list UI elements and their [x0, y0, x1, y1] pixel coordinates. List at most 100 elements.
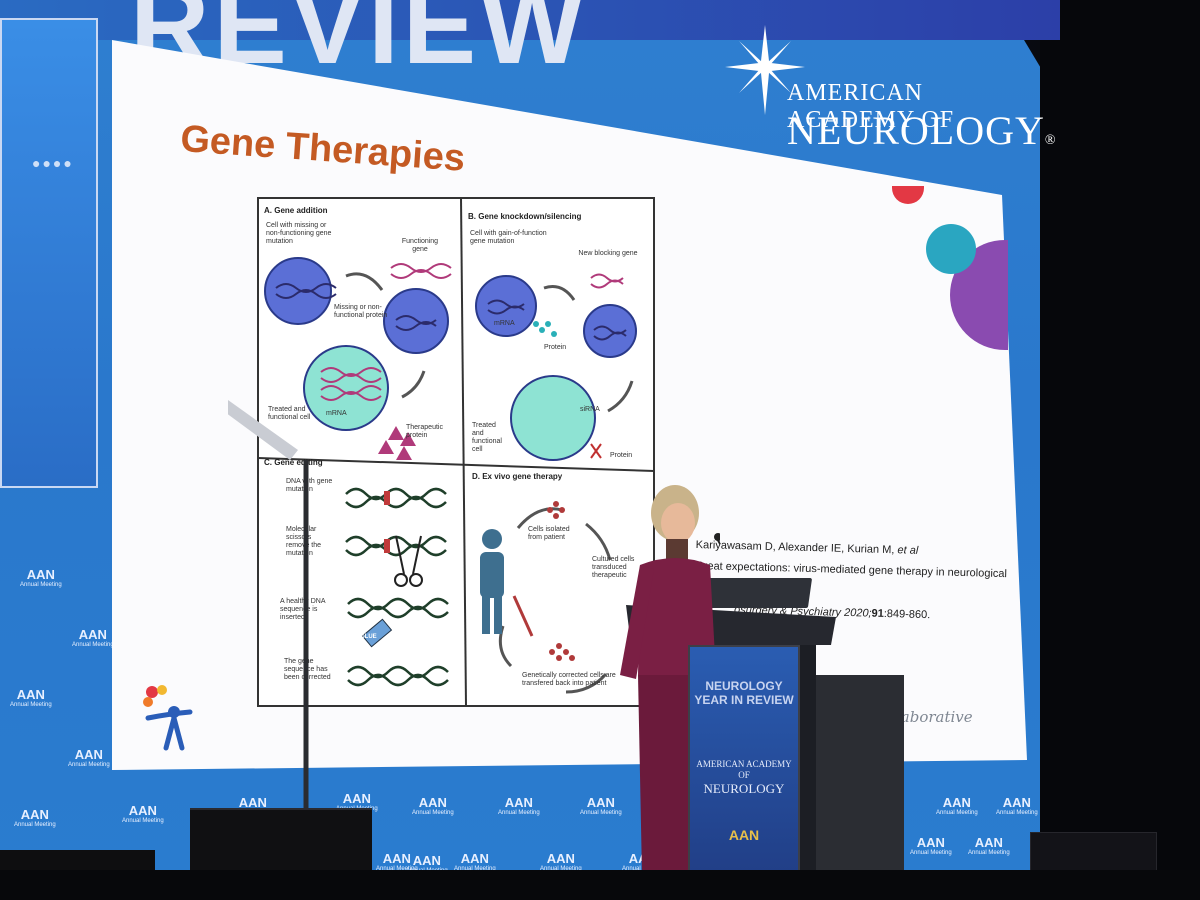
- wall-logo-subtext: Annual Meeting: [68, 762, 110, 768]
- banner-strip: [0, 0, 1060, 40]
- panel-c-title: C. Gene editing: [264, 458, 323, 467]
- panel-a-missing-protein: Missing or non-functional protein: [334, 304, 388, 320]
- lectern-aan: AAN: [728, 827, 760, 843]
- panel-a-therapeutic: Therapeutic protein: [406, 424, 443, 440]
- wall-logo-text: AAN: [238, 795, 267, 810]
- panel-b-sirna: siRNA: [580, 406, 600, 413]
- wall-logo-text: AAN: [74, 747, 103, 762]
- panel-d-corrected: Genetically corrected cells are transfer…: [522, 672, 616, 688]
- panel-a-title: A. Gene addition: [264, 206, 328, 215]
- panel-d-title: D. Ex vivo gene therapy: [472, 472, 563, 481]
- panel-c-step1: DNA with gene mutation: [286, 478, 333, 494]
- gene-therapy-figure: A. Gene addition Cell with missing or no…: [256, 196, 656, 708]
- panel-a-mrna: mRNA: [326, 410, 347, 417]
- panel-b-protein-blocked: Protein: [610, 452, 633, 459]
- cell-a1: [264, 257, 332, 325]
- wall-logo-subtext: Annual Meeting: [580, 810, 622, 816]
- side-screen-dots: ●●●●: [32, 155, 74, 171]
- wall-logo-subtext: Annual Meeting: [540, 866, 582, 872]
- wall-logo-subtext: Annual Meeting: [122, 818, 164, 824]
- stage-floor: [0, 870, 1200, 900]
- wall-logo-subtext: Annual Meeting: [14, 822, 56, 828]
- org-name-line2: NEUROLOGY®: [787, 108, 1057, 153]
- panel-b-protein: Protein: [544, 344, 567, 351]
- aan-logo: AMERICAN ACADEMY OF NEUROLOGY®: [725, 25, 1056, 175]
- wall-logo-text: AAN: [916, 835, 945, 850]
- wall-logo-text: AAN: [586, 795, 615, 810]
- panel-b-mrna: mRNA: [494, 320, 515, 327]
- star-burst-icon: [725, 25, 805, 115]
- panel-b-blocking-gene: New blocking gene: [578, 250, 638, 257]
- wall-logo-text: AAN: [16, 687, 45, 702]
- microphone-stand: [228, 400, 309, 810]
- wall-logo-text: AAN: [1002, 795, 1031, 810]
- wall-logo-text: AAN: [26, 567, 55, 582]
- panel-b-treated: Treated and functional cell: [472, 422, 502, 454]
- wall-logo-subtext: Annual Meeting: [10, 702, 52, 708]
- wall-logo-subtext: Annual Meeting: [376, 866, 418, 872]
- panel-d-cultured: Cultured cells transduced therapeutic: [592, 556, 635, 580]
- wall-logo-subtext: Annual Meeting: [996, 810, 1038, 816]
- wall-logo-subtext: Annual Meeting: [968, 850, 1010, 856]
- wall-logo-text: AAN: [412, 853, 441, 868]
- panel-c-step3: A healthy DNA sequence is inserted: [280, 598, 326, 622]
- wall-logo-text: AAN: [942, 795, 971, 810]
- panel-b-title: B. Gene knockdown/silencing: [468, 212, 582, 221]
- collaborative-logo-icon: [143, 685, 193, 751]
- wall-logo-text: AAN: [128, 803, 157, 818]
- wall-logo-text: AAN: [974, 835, 1003, 850]
- wall-logo-subtext: Annual Meeting: [498, 810, 540, 816]
- slide-footer-script: laborative: [896, 708, 973, 726]
- wall-logo-subtext: Annual Meeting: [454, 866, 496, 872]
- org-name-line1: AMERICAN ACADEMY OF: [787, 80, 955, 133]
- wall-logo-text: AAN: [546, 851, 575, 866]
- wall-logo-subtext: Annual Meeting: [72, 642, 114, 648]
- decor-teal-circle: [926, 224, 976, 274]
- stage-box: [800, 675, 904, 885]
- cell-a3: [303, 345, 389, 431]
- cell-b1: [475, 275, 537, 337]
- wall-logo-subtext: Annual Meeting: [910, 850, 952, 856]
- side-screen: ●●●●: [0, 18, 98, 488]
- wall-logo-text: AAN: [342, 791, 371, 806]
- wall-logo-text: AAN: [504, 795, 533, 810]
- panel-b-cell-label: Cell with gain-of-function gene mutation: [470, 230, 547, 246]
- wall-logo-text: AAN: [460, 851, 489, 866]
- wall-logo-text: AAN: [382, 851, 411, 866]
- wall-logo-subtext: Annual Meeting: [936, 810, 978, 816]
- panel-d-isolated: Cells isolated from patient: [528, 526, 570, 542]
- wall-logo-text: AAN: [20, 807, 49, 822]
- wall-logo-text: AAN: [418, 795, 447, 810]
- dark-stage-right: [1040, 0, 1200, 900]
- panel-a-functioning-gene: Functioning gene: [401, 238, 439, 254]
- panel-a-treated: Treated and functional cell: [268, 406, 311, 422]
- panel-a-cell-label: Cell with missing or non-functioning gen…: [266, 222, 332, 246]
- figure-graphics: [257, 197, 655, 707]
- glue-label: GLUE: [360, 634, 377, 640]
- wall-logo-subtext: Annual Meeting: [412, 810, 454, 816]
- cell-b3: [510, 375, 596, 461]
- wall-logo-text: AAN: [78, 627, 107, 642]
- wall-logo-subtext: Annual Meeting: [20, 582, 62, 588]
- decor-red-half-circle: [892, 186, 924, 204]
